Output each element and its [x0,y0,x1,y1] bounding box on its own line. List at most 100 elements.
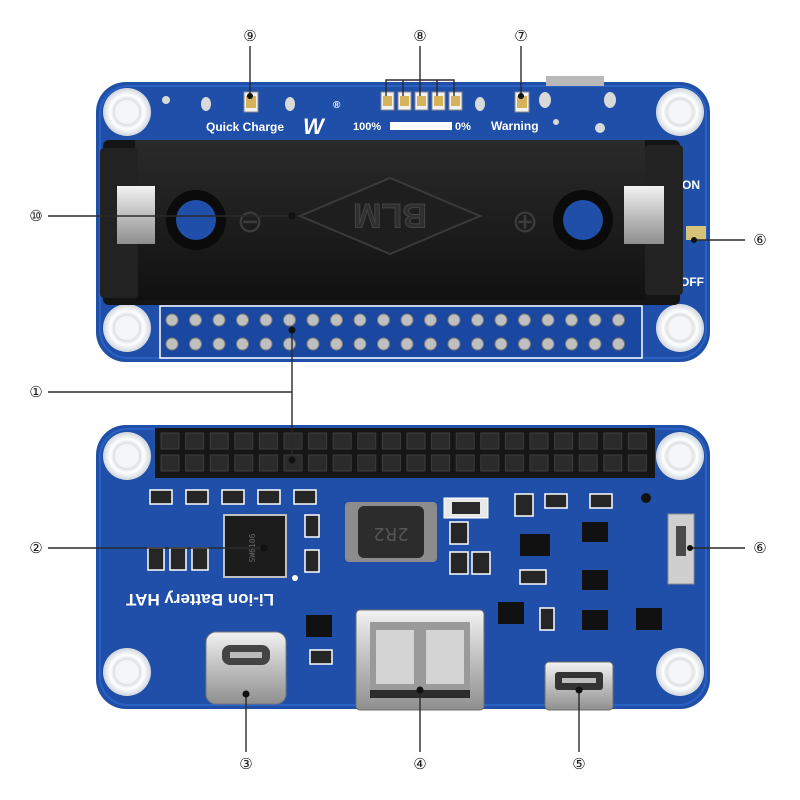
gpio-socket [357,432,377,450]
inductor: 2R2 [345,502,437,562]
full-label: 100% [353,121,381,133]
callout-2: ② [29,539,42,557]
gpio-socket [455,432,475,450]
gpio-pin [259,313,273,327]
gpio-pin [377,313,390,327]
gpio-socket [554,454,574,472]
gpio-socket [431,454,451,472]
gpio-pin [259,337,273,351]
gpio-socket [627,432,647,450]
gpio-socket [308,432,328,450]
gpio-pin [400,337,414,351]
solder-joints [162,92,616,133]
minus-symbol: ⊖ [237,202,264,240]
callout-lines [48,46,745,752]
callout-4: ④ [413,755,426,773]
gpio-socket [160,432,180,450]
gpio-pin [424,313,437,327]
gpio-pin [330,313,343,327]
passive-components [147,489,613,665]
gpio-socket [603,432,623,450]
gpio-pin [283,337,296,351]
quick-charge-label: Quick Charge [206,120,284,134]
callout-6-top: ⑥ [753,231,766,249]
gpio-sockets [160,432,647,472]
gpio-socket [480,432,500,450]
gpio-socket [332,432,352,450]
bottom-board: SW6106 2R2 Li-ion Battery HAT [96,425,710,711]
gpio-socket [504,432,524,450]
callout-3: ③ [239,755,252,773]
gpio-socket [578,454,598,472]
gpio-pin [565,313,578,327]
registered-mark: ® [333,100,341,111]
inductor-marking: 2R2 [373,523,408,544]
gpio-pin [189,313,202,327]
gpio-socket [603,454,623,472]
holder-emboss [297,176,483,256]
callout-dots [242,93,697,698]
gpio-socket [406,454,426,472]
gpio-pin [612,313,625,327]
gpio-socket [160,454,180,472]
off-label: OFF [680,275,704,289]
gpio-socket [529,432,549,450]
gpio-pin [236,337,249,351]
gpio-socket [258,432,278,450]
gpio-pin [471,313,484,327]
gpio-pin [377,337,390,351]
gpio-socket [234,454,254,472]
holder-brand: BLM [353,196,427,234]
gpio-pin [165,337,179,351]
gpio-pin [494,337,508,351]
gpio-pin [471,337,484,351]
gpio-pin [189,337,202,351]
gpio-pin [212,337,226,351]
micro-usb-port [544,661,614,711]
gpio-pin [165,313,179,327]
gpio-pin [565,337,578,351]
top-connector [546,76,604,86]
gpio-pin [400,313,414,327]
gpio-pin [447,313,461,327]
gpio-socket [258,454,278,472]
callout-1: ① [29,383,42,401]
callout-8: ⑧ [413,27,426,45]
gpio-pin [306,337,320,351]
gpio-socket [406,432,426,450]
gpio-socket [357,454,377,472]
empty-label: 0% [455,121,471,133]
gpio-pin [588,313,602,327]
product-label: Li-ion Battery HAT [125,590,274,609]
gpio-socket [455,454,475,472]
transistors [306,522,662,637]
gpio-socket [554,432,574,450]
gpio-socket [234,432,254,450]
gpio-pin [494,313,508,327]
level-bar [390,122,452,130]
callout-6-bottom: ⑥ [753,539,766,557]
gpio-socket [332,454,352,472]
gpio-pin [236,313,249,327]
gpio-socket [185,432,205,450]
gpio-socket [431,432,451,450]
callout-7: ⑦ [514,27,527,45]
gpio-pin [612,337,625,351]
gpio-pin [424,337,437,351]
negative-contact [117,186,155,244]
gpio-pin [518,313,531,327]
usb-c-port [205,631,287,705]
gpio-socket [578,432,598,450]
gpio-pin [353,313,367,327]
gpio-pin [283,313,296,327]
gpio-socket [504,454,524,472]
battery-level-leds [380,91,463,111]
plus-symbol: ⊕ [512,202,539,240]
on-label: ON [682,178,700,192]
gpio-pin [306,313,320,327]
gpio-pin [541,337,555,351]
gpio-socket [308,454,328,472]
gpio-socket [529,454,549,472]
gpio-socket [185,454,205,472]
